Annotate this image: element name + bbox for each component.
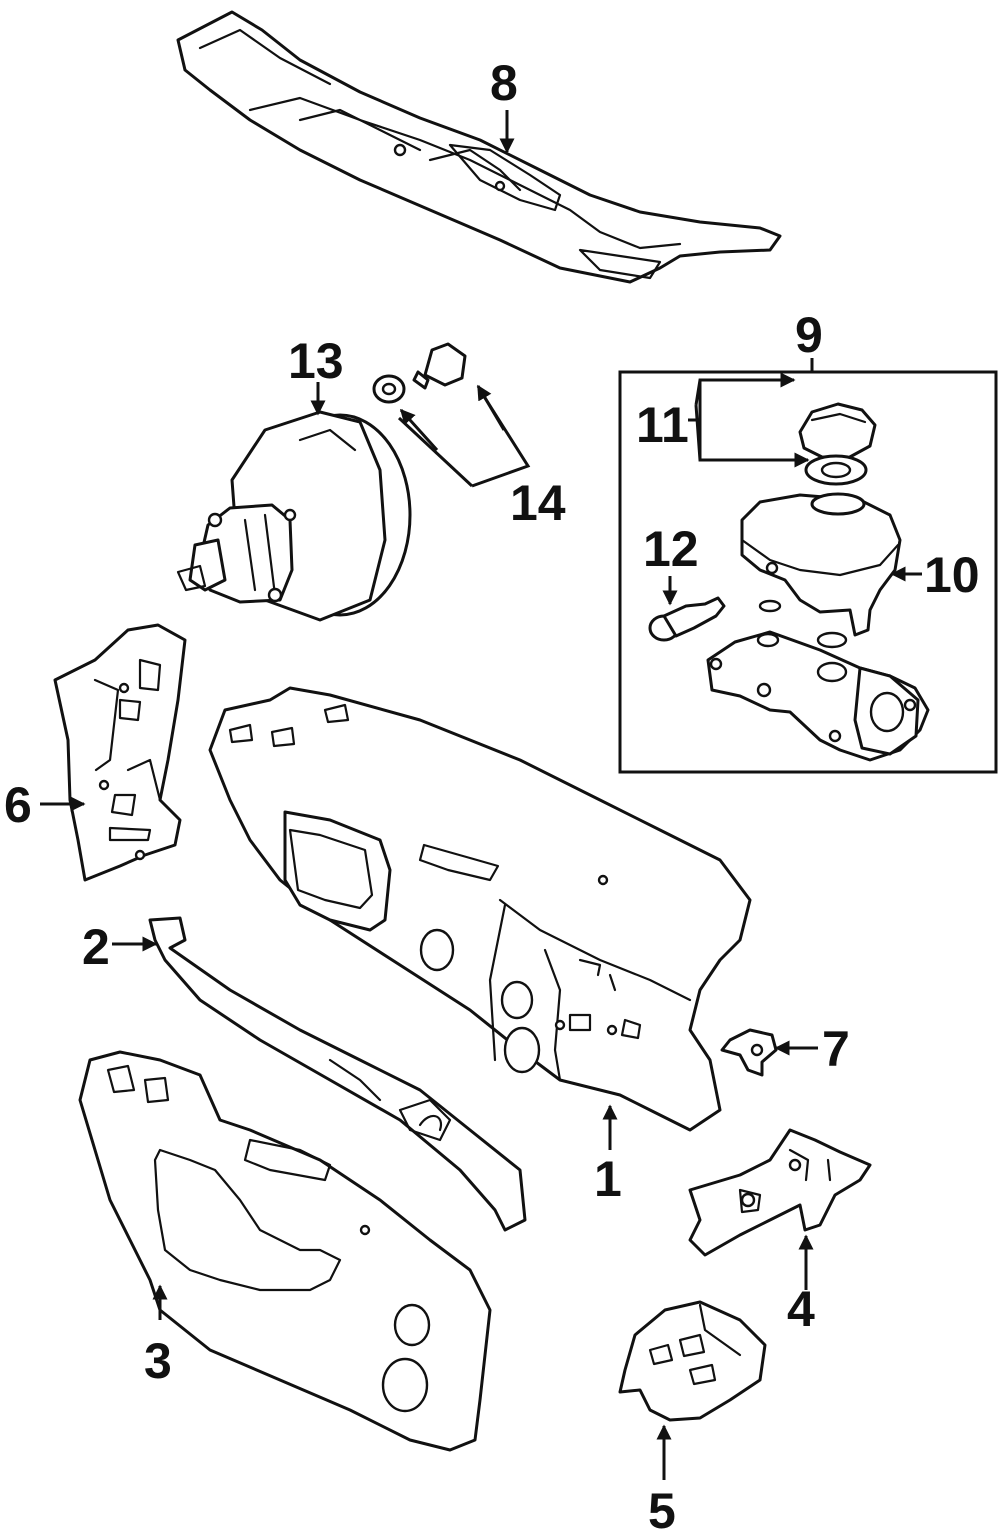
part-14-clevis-pin <box>372 342 467 404</box>
part-11-reservoir-cap <box>798 402 877 486</box>
callout-13: 13 <box>288 333 344 389</box>
part-1-dash-panel <box>208 686 752 1132</box>
callout-14: 14 <box>510 475 566 531</box>
callout-1: 1 <box>594 1151 622 1207</box>
part-5-bracket <box>618 1300 767 1422</box>
callout-12: 12 <box>643 521 699 577</box>
part-9-assembly-box <box>618 370 998 774</box>
callout-labels: 8 13 14 9 11 12 10 6 2 7 1 4 3 5 <box>4 55 980 1536</box>
part-13-brake-booster <box>176 410 412 622</box>
master-cylinder-body <box>706 630 930 762</box>
callout-8: 8 <box>490 55 518 111</box>
part-6-side-bracket <box>53 623 187 882</box>
part-4-brace <box>688 1128 872 1257</box>
callout-10: 10 <box>924 547 980 603</box>
callout-11: 11 <box>636 397 689 453</box>
callout-5: 5 <box>648 1483 676 1536</box>
callout-4: 4 <box>787 1281 815 1337</box>
part-8-cowl-panel <box>176 10 782 284</box>
part-12-sensor <box>648 596 726 642</box>
callout-6: 6 <box>4 777 32 833</box>
part-7-clip <box>720 1028 778 1077</box>
callout-7: 7 <box>822 1021 850 1077</box>
leader-lines <box>40 110 922 1480</box>
part-2-insulator <box>148 916 527 1232</box>
part-10-reservoir <box>740 492 902 649</box>
callout-2: 2 <box>82 919 110 975</box>
part-3-dash-insulator <box>78 1050 492 1452</box>
callout-9: 9 <box>795 307 823 363</box>
callout-3: 3 <box>144 1333 172 1389</box>
